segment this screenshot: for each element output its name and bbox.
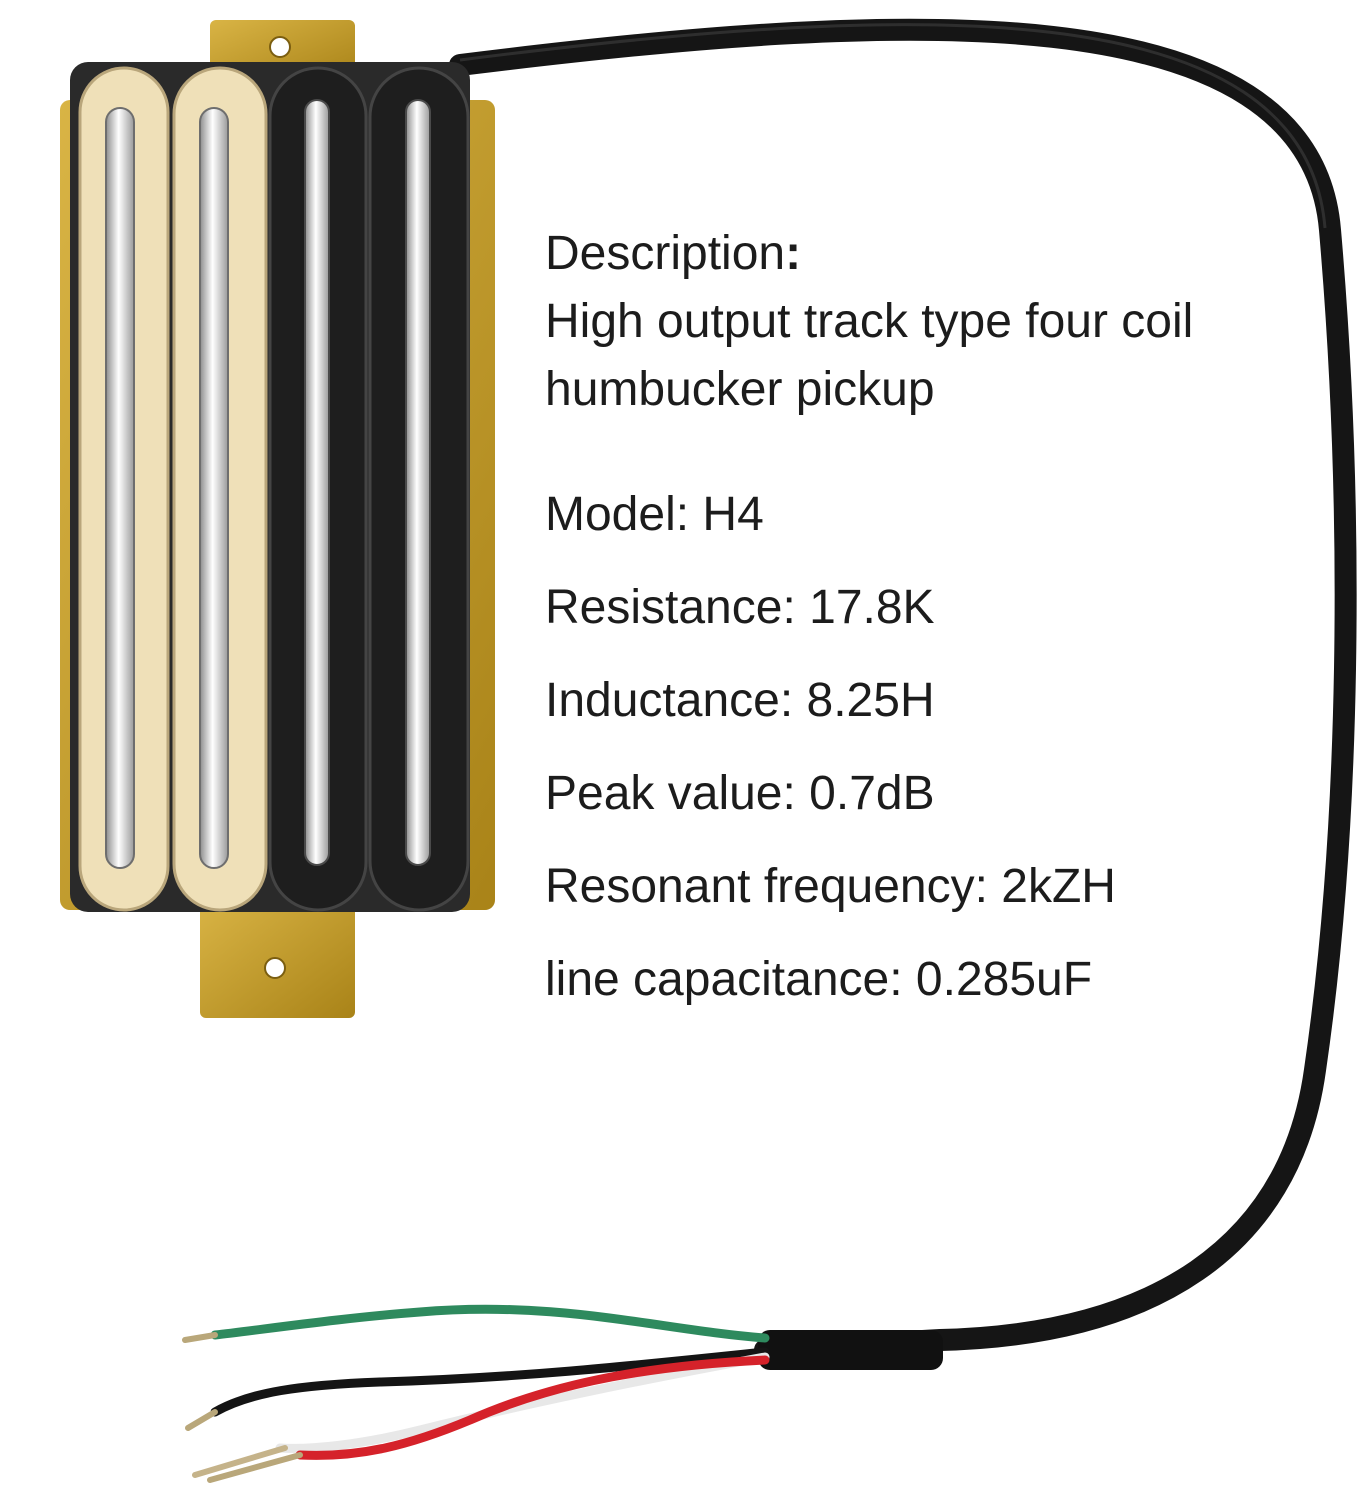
spec-resonant-frequency: Resonant frequency: 2kZH	[545, 860, 1116, 913]
cable	[449, 18, 1357, 1370]
spec-peak-value: Peak value: 0.7dB	[545, 767, 935, 820]
coil-4-black	[368, 66, 470, 912]
description-heading: Description:	[545, 227, 802, 280]
strand-black	[185, 1409, 218, 1431]
wires	[182, 1304, 770, 1483]
spec-panel: Description: High output track type four…	[545, 225, 1335, 1026]
mount-hole-top	[269, 36, 291, 58]
mount-hole-bottom	[264, 957, 286, 979]
spec-inductance: Inductance: 8.25H	[545, 674, 935, 727]
strand-red	[207, 1452, 303, 1483]
spec-line-capacitance: line capacitance: 0.285uF	[545, 953, 1093, 1006]
coil-1-cream	[78, 66, 170, 912]
wire-red	[295, 1355, 770, 1460]
spec-model: Model: H4	[545, 488, 764, 541]
wire-black	[210, 1347, 770, 1417]
description-line: High output track type four coil	[545, 295, 1194, 348]
coil-2-cream	[172, 66, 268, 912]
description-line: humbucker pickup	[545, 363, 935, 416]
cable-sleeve	[758, 1330, 943, 1370]
strand-white	[192, 1445, 288, 1478]
strand-green	[182, 1332, 218, 1343]
wire-green	[210, 1304, 770, 1343]
coil-3-black	[268, 66, 368, 912]
spec-resistance: Resistance: 17.8K	[545, 581, 935, 634]
